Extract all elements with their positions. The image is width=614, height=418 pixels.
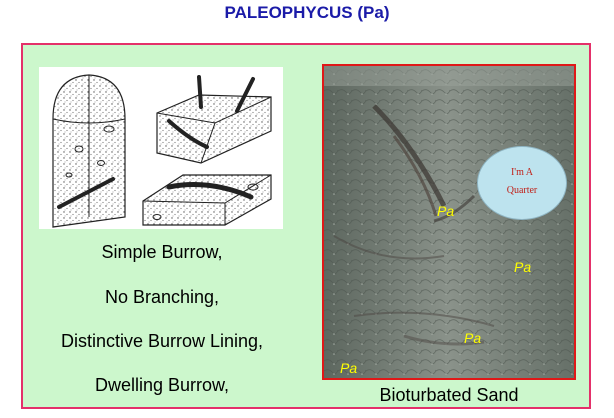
core-photograph: Pa Pa Pa Pa I'm A Quarter: [322, 64, 576, 380]
trace-label: Pa: [514, 259, 532, 275]
characteristic-item: Dwelling Burrow,: [94, 375, 230, 395]
trace-label: Pa: [437, 203, 455, 219]
characteristic-item: Simple Burrow,: [101, 242, 223, 262]
quarter-label-line-1: I'm A: [510, 167, 534, 178]
trace-label: Pa: [464, 330, 482, 346]
page-title: PALEOPHYCUS (Pa): [224, 3, 390, 22]
photo-caption: Bioturbated Sand: [379, 385, 519, 405]
characteristic-item: Distinctive Burrow Lining,: [60, 331, 264, 351]
burrow-sketch-illustration: [39, 67, 283, 229]
trace-label: Pa: [340, 360, 358, 376]
quarter-label-line-2: Quarter: [506, 185, 538, 196]
quarter-coin-scale: I'm A Quarter: [477, 146, 567, 220]
characteristic-item: No Branching,: [104, 287, 220, 307]
